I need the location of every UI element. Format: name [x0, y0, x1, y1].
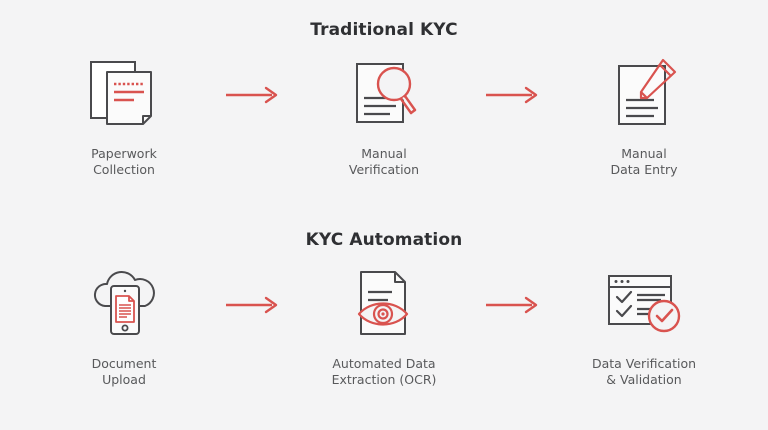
step-data-verification-validation: Data Verification & Validation — [569, 266, 719, 388]
arrow-right-icon — [459, 56, 569, 134]
cloud-mobile-upload-icon — [85, 266, 163, 344]
step-automated-data-extraction: Automated Data Extraction (OCR) — [309, 266, 459, 388]
step-label-data-verification-validation: Data Verification & Validation — [591, 356, 697, 387]
document-eye-ocr-icon — [345, 266, 423, 344]
document-magnifier-icon — [345, 56, 423, 134]
steps-row-automation: Document Upload — [0, 266, 768, 388]
step-document-upload: Document Upload — [49, 266, 199, 388]
arrow-right-icon — [199, 56, 309, 134]
section-title-automation: KYC Automation — [305, 230, 463, 250]
section-traditional-kyc: Traditional KYC — [0, 18, 768, 178]
section-kyc-automation: KYC Automation — [0, 228, 768, 388]
document-pencil-icon — [605, 56, 683, 134]
steps-row-traditional: Paperwork Collection — [0, 56, 768, 178]
section-title-traditional: Traditional KYC — [310, 20, 458, 40]
step-paperwork-collection: Paperwork Collection — [49, 56, 199, 178]
step-label-manual-data-entry: Manual Data Entry — [610, 146, 678, 177]
step-manual-verification: Manual Verification — [309, 56, 459, 178]
browser-checklist-verified-icon — [601, 266, 687, 344]
step-label-manual-verification: Manual Verification — [348, 146, 420, 177]
step-manual-data-entry: Manual Data Entry — [569, 56, 719, 178]
step-label-paperwork-collection: Paperwork Collection — [91, 146, 157, 177]
step-label-document-upload: Document Upload — [91, 356, 157, 387]
step-label-automated-data-extraction: Automated Data Extraction (OCR) — [331, 356, 437, 387]
arrow-right-icon — [459, 266, 569, 344]
arrow-right-icon — [199, 266, 309, 344]
stacked-documents-icon — [85, 56, 163, 134]
